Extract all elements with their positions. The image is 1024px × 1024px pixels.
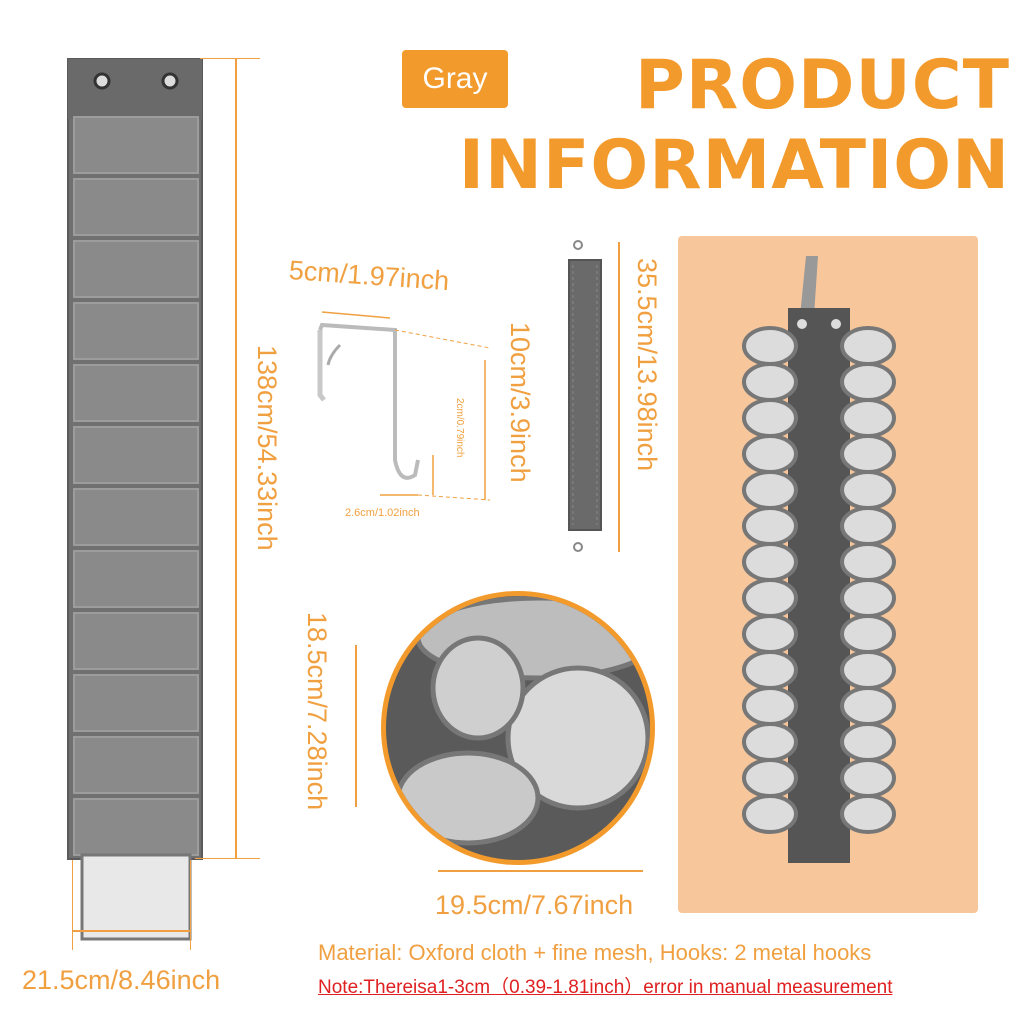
organizer-length-label: 138cm/54.33inch bbox=[252, 345, 282, 551]
photo-pocket-right bbox=[840, 686, 896, 726]
organizer-pocket bbox=[73, 364, 199, 422]
hook-icon bbox=[317, 311, 491, 501]
color-badge: Gray bbox=[402, 50, 508, 108]
hook-width-label: 5cm/1.97inch bbox=[287, 255, 451, 297]
pocket-detail-image bbox=[381, 591, 655, 865]
photo-pocket-left bbox=[742, 542, 798, 582]
width-dimension-tick-left bbox=[72, 860, 73, 950]
organizer-pocket bbox=[73, 612, 199, 670]
product-photo-panel bbox=[678, 236, 978, 913]
photo-pocket-left bbox=[742, 434, 798, 474]
width-dimension-line bbox=[72, 930, 190, 932]
organizer-front-drawing bbox=[67, 58, 203, 941]
length-dimension-tick-top bbox=[200, 58, 260, 59]
organizer-pocket bbox=[73, 550, 199, 608]
photo-pocket-left bbox=[742, 578, 798, 618]
organizer-pocket bbox=[73, 240, 199, 298]
photo-pocket-right bbox=[840, 758, 896, 798]
title-line-2: INFORMATION bbox=[458, 126, 1010, 205]
photo-pocket-left bbox=[742, 794, 798, 834]
width-dimension-tick-right bbox=[190, 860, 191, 950]
length-dimension-tick-bottom bbox=[195, 858, 260, 859]
photo-pocket-right bbox=[840, 434, 896, 474]
photo-pocket-left bbox=[742, 758, 798, 798]
photo-pocket-left bbox=[742, 362, 798, 402]
photo-pocket-left bbox=[742, 650, 798, 690]
organizer-pocket bbox=[73, 426, 199, 484]
pocket-width-label: 19.5cm/7.67inch bbox=[435, 890, 634, 920]
photo-pocket-right bbox=[840, 650, 896, 690]
photo-pocket-right bbox=[840, 542, 896, 582]
photo-pocket-right bbox=[840, 506, 896, 546]
photo-pocket-left bbox=[742, 722, 798, 762]
photo-pocket-right bbox=[840, 470, 896, 510]
photo-pocket-left bbox=[742, 398, 798, 438]
photo-pocket-right bbox=[840, 362, 896, 402]
strap-icon bbox=[568, 240, 602, 552]
material-text: Material: Oxford cloth + fine mesh, Hook… bbox=[318, 940, 872, 965]
strap-dimension-line bbox=[618, 242, 620, 552]
organizer-pocket bbox=[73, 798, 199, 856]
note-text: Note:Thereisa1-3cm（0.39-1.81inch）error i… bbox=[318, 977, 893, 998]
hook-height-label: 10cm/3.9inch bbox=[505, 322, 535, 483]
organizer-pocket bbox=[73, 674, 199, 732]
photo-pocket-right bbox=[840, 614, 896, 654]
hook-depth-label: 2cm/0.79inch bbox=[454, 398, 465, 458]
pocket-width-dimension-line bbox=[438, 870, 643, 872]
photo-pocket-left bbox=[742, 326, 798, 366]
photo-pocket-left bbox=[742, 614, 798, 654]
organizer-pocket bbox=[73, 736, 199, 794]
organizer-width-label: 21.5cm/8.46inch bbox=[22, 965, 221, 995]
photo-pocket-left bbox=[742, 686, 798, 726]
photo-pocket-right bbox=[840, 722, 896, 762]
pocket-height-label: 18.5cm/7.28inch bbox=[302, 612, 332, 811]
photo-pocket-right bbox=[840, 578, 896, 618]
hanging-organizer-photo bbox=[742, 256, 896, 863]
length-dimension-line bbox=[235, 58, 237, 858]
title-line-1: PRODUCT bbox=[635, 46, 1010, 125]
photo-pocket-right bbox=[840, 398, 896, 438]
photo-pocket-right bbox=[840, 326, 896, 366]
photo-pocket-left bbox=[742, 506, 798, 546]
pocket-height-dimension-line bbox=[355, 645, 357, 807]
organizer-pocket bbox=[73, 116, 199, 174]
hook-gap-label: 2.6cm/1.02inch bbox=[345, 507, 420, 519]
organizer-pocket bbox=[73, 488, 199, 546]
photo-pocket-right bbox=[840, 794, 896, 834]
organizer-pocket bbox=[73, 178, 199, 236]
organizer-pocket bbox=[73, 302, 199, 360]
photo-pocket-left bbox=[742, 470, 798, 510]
organizer-front-image bbox=[60, 55, 210, 945]
strap-length-label: 35.5cm/13.98inch bbox=[632, 258, 662, 472]
